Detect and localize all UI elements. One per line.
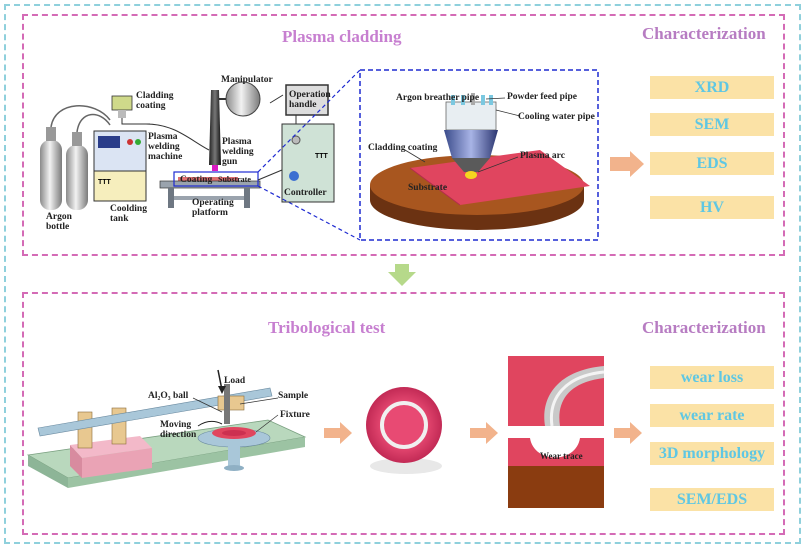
arrow-2 [470,422,498,444]
char-box-3d-morphology: 3D morphology [650,442,774,465]
label-argon-breather-pipe: Argon breather pipe [396,93,480,103]
char-box-sem-eds: SEM/EDS [650,488,774,511]
powder-hopper-icon [111,95,150,125]
label-cooling-water-pipe: Cooling water pipe [518,112,595,122]
tribological-test-panel [22,292,785,535]
label-load: Load [224,376,246,386]
plasma-welding-machine-icon: TTT [93,130,147,202]
label-plasma-arc: Plasma arc [520,151,565,161]
characterization-title-top: Characterization [642,24,766,43]
operating-platform-icon [159,171,261,208]
label-cladding-coating: Cladding coating [136,91,174,111]
label-substrate-zoom: Substrate [408,183,448,193]
char-box-wear-loss: wear loss [650,366,774,389]
outer-frame [4,4,801,544]
label-coating: Coating [180,175,213,185]
label-argon-bottle: Argon bottle [46,212,72,232]
label-plasma-welding-machine: Plasma welding machine [148,132,183,162]
label-fixture: Fixture [280,410,310,420]
char-box-sem: SEM [650,113,774,136]
char-box-hv: HV [650,196,774,219]
label-cladding-coating-zoom: Cladding coating [368,143,438,153]
zoom-pointer-lines [404,97,521,173]
plasma-cladding-panel [22,14,785,256]
label-moving-direction: Moving direction [160,420,197,440]
nozzle-icon [444,93,498,179]
tribological-test-title: Tribological test [268,318,386,337]
label-operating-platform: Operating platform [192,198,234,218]
label-plasma-welding-gun: Plasma welding gun [222,137,254,167]
characterization-title-bottom: Characterization [642,318,766,337]
argon-bottle-icon [40,105,111,210]
label-substrate-small: Substrate [218,175,251,184]
label-controller: Controller [284,188,327,198]
tribometer-rig-icon [26,369,307,488]
down-arrow [388,264,416,286]
svg-text:TTT: TTT [315,153,329,160]
arrow-1 [324,422,352,444]
char-box-eds: EDS [650,152,774,175]
label-wear-trace: Wear trace [540,451,583,461]
plasma-cladding-title: Plasma cladding [282,27,402,46]
arrow-to-characterization-top [610,151,644,177]
svg-text:TTT: TTT [98,179,112,186]
wear-trace-cross-section [508,438,604,508]
label-al2o3-ball: Al₂O₃ ball [148,391,189,401]
label-manipulator: Manipulator [221,75,273,85]
char-box-xrd: XRD [650,76,774,99]
wear-track-top-view [508,356,605,427]
label-coolding-tank: Coolding tank [110,204,147,224]
arrow-3 [614,422,642,444]
plasma-welding-gun-icon [145,90,221,171]
label-operation-handle: Operation handle [289,90,331,110]
controller-icon: TTT [257,84,335,203]
substrate-disc-icon [370,150,590,230]
char-box-wear-rate: wear rate [650,404,774,427]
label-sample: Sample [278,391,309,401]
label-powder-feed-pipe: Powder feed pipe [507,92,578,102]
worn-disc-icon [366,387,442,474]
manipulator-icon [218,81,261,117]
